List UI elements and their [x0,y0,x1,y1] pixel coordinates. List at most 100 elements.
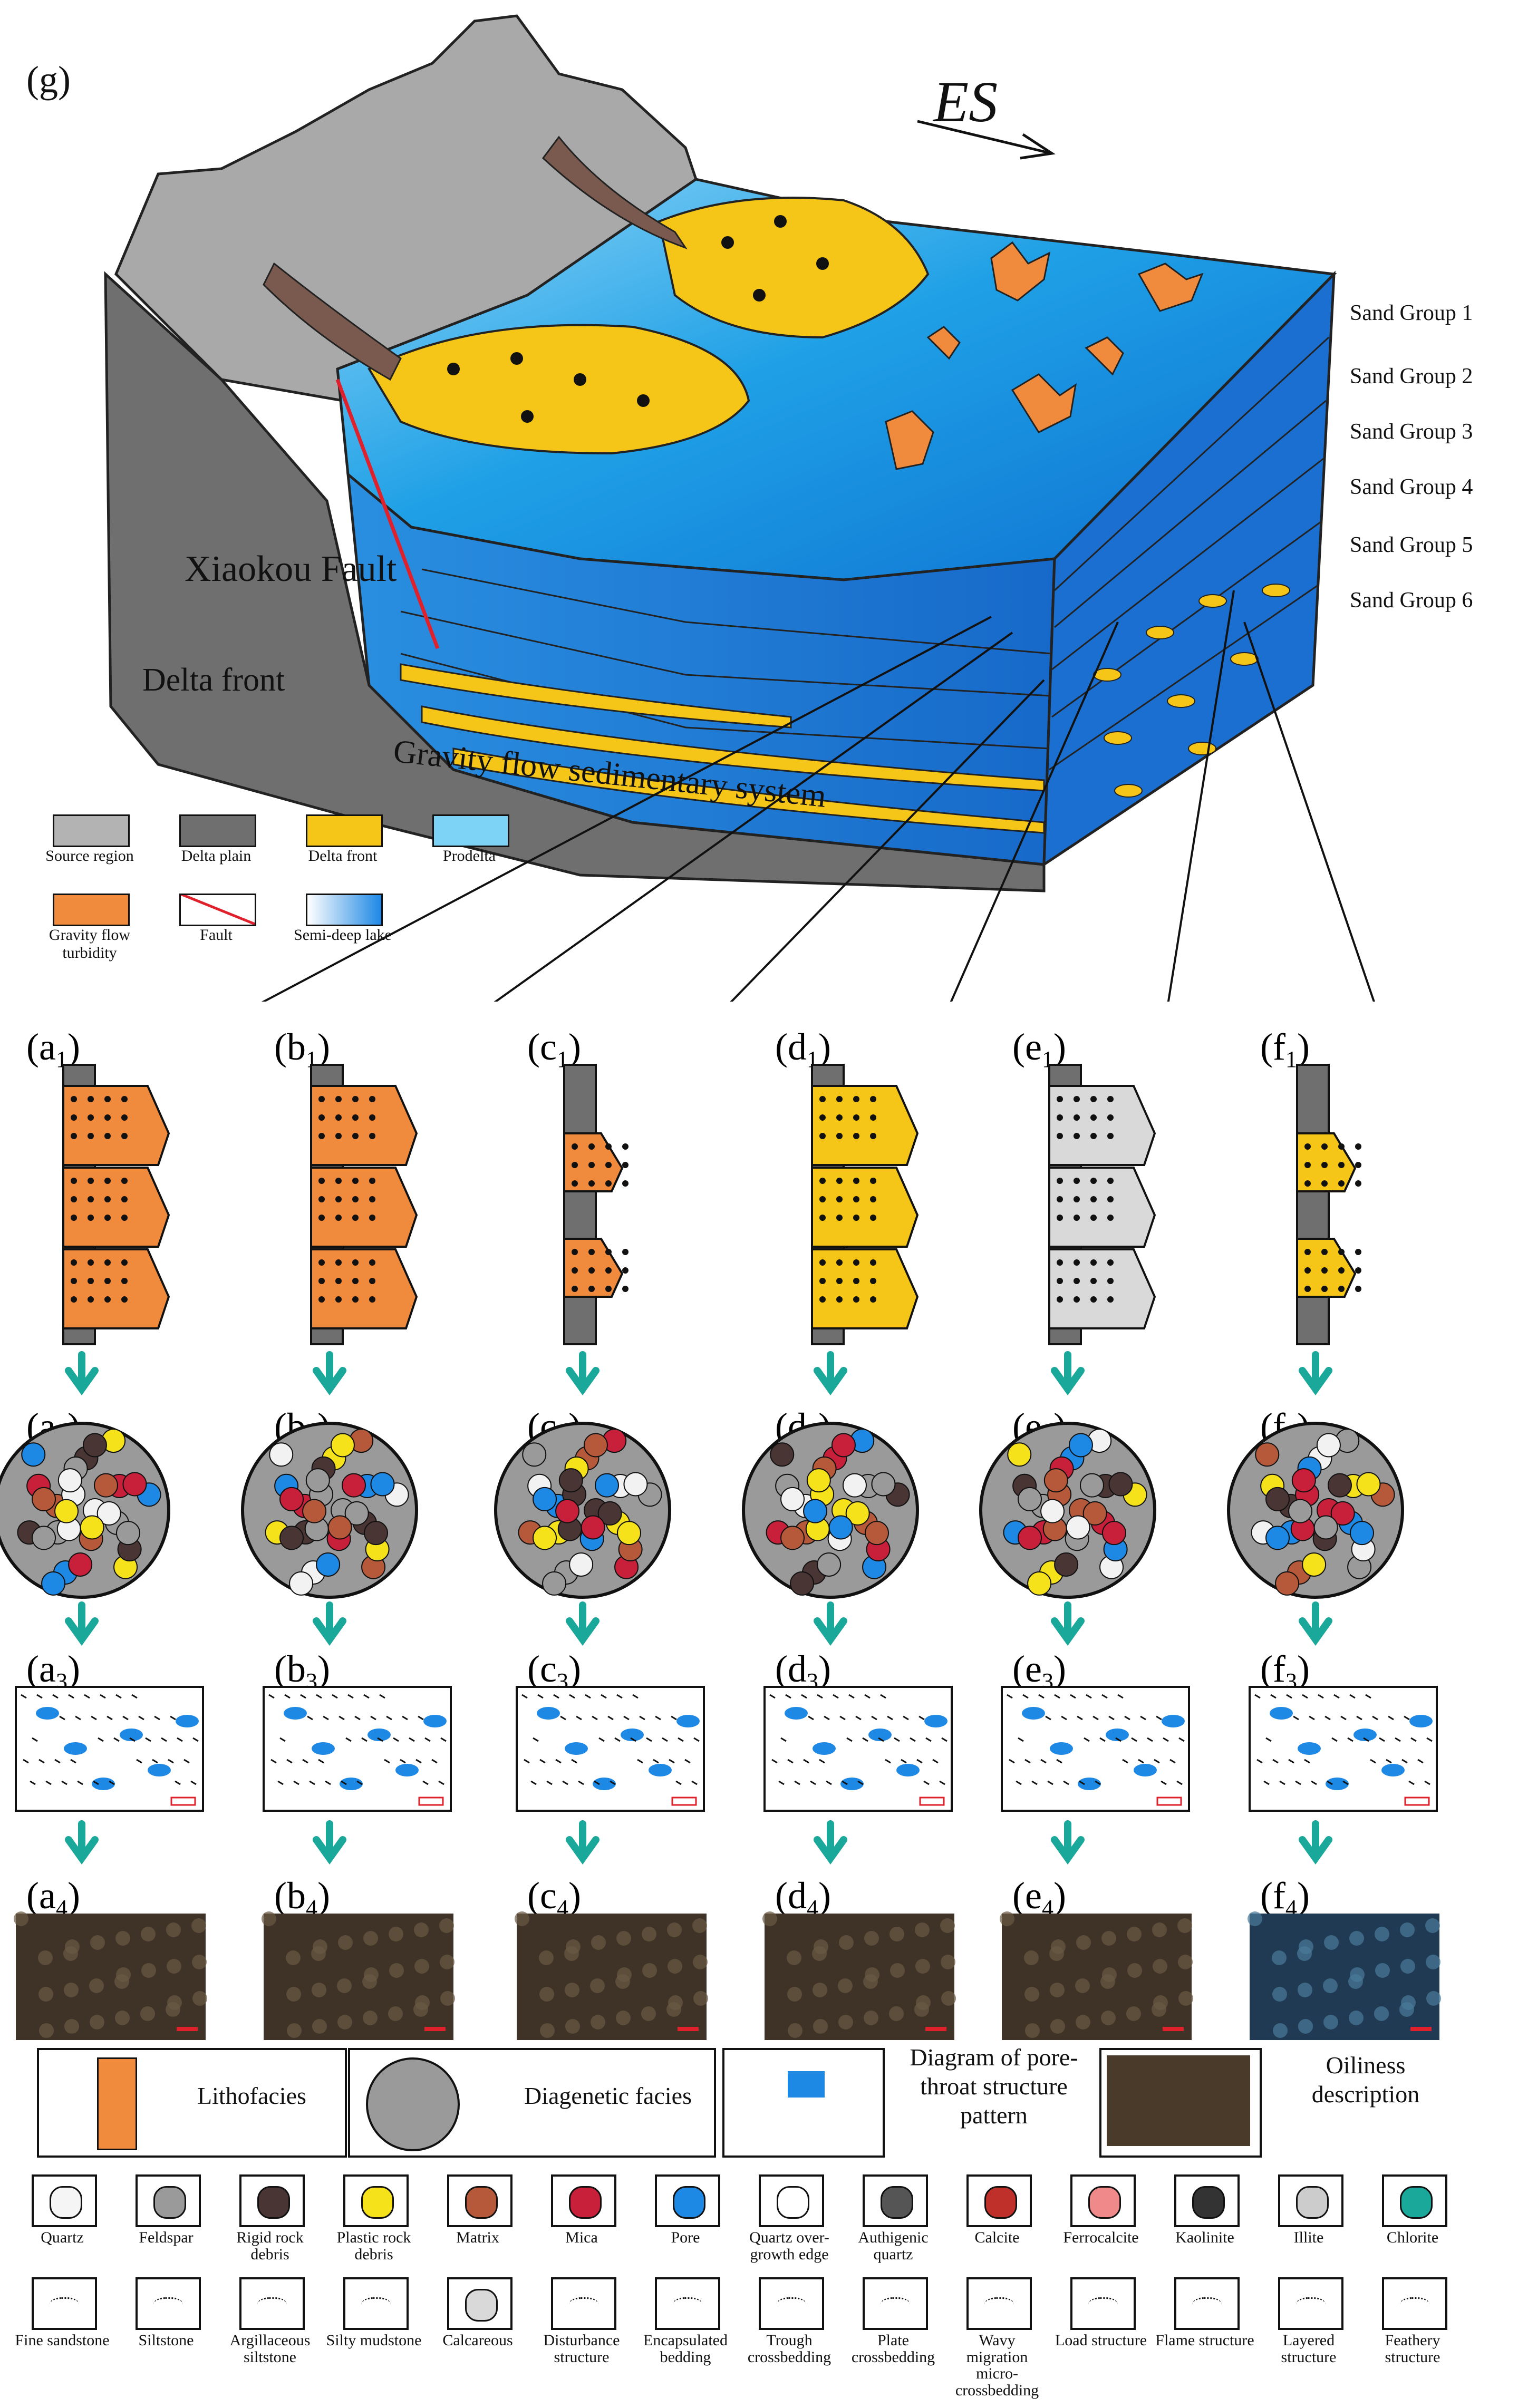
structure-label-2: Argillaceous siltstone [229,2332,311,2366]
grain-dot [853,1178,859,1184]
photo-speckle [591,1935,606,1950]
photo-speckle [167,1959,181,1974]
grain-dot [870,1196,876,1202]
throat-mark [1169,1759,1176,1764]
grain-dot [588,1267,595,1274]
photo-speckle [115,2011,130,2025]
grain-dot [1355,1267,1361,1274]
throat-mark [418,1715,424,1721]
grain-dot [572,1267,578,1274]
photo-scale-bar [925,2027,946,2031]
photo-speckle [914,2002,929,2017]
throat-mark [778,1780,785,1785]
throat-mark [1131,1737,1137,1742]
throat-mark [1404,1715,1410,1721]
throat-mark [918,1715,925,1721]
mineral-label-6: Pore [671,2229,700,2246]
grain-dot [1090,1259,1097,1266]
grain-dot [622,1286,629,1292]
throat-mark [440,1737,447,1742]
mineral-grain [1027,1571,1052,1596]
photo-speckle [1075,1978,1090,1993]
throat-mark [614,1737,621,1742]
fault-label: Xiaokou Fault [185,549,397,589]
throat-mark [864,1694,871,1699]
grain-dot [819,1215,826,1221]
grain-dot [1304,1162,1311,1168]
throat-mark [1349,1694,1356,1699]
legend-prodelta: Prodelta [443,847,496,865]
photo-speckle [693,1955,708,1969]
throat-mark [1388,1715,1394,1721]
legend-swatch-fault [179,894,256,926]
throat-mark [45,1780,52,1785]
photo-speckle [1100,1974,1115,1989]
mineral-swatch-9 [966,2174,1032,2227]
grain-dot [1107,1178,1114,1184]
throat-mark [175,1780,181,1785]
photo-speckle [337,1978,352,1993]
photo-scale-bar [678,2027,699,2031]
throat-mark [422,1780,429,1785]
photo-speckle [1127,1963,1142,1978]
grain-dot [318,1096,325,1102]
pore [593,1778,616,1790]
grain-dot [1355,1143,1361,1150]
throat-mark [1370,1759,1376,1764]
throat-mark [152,1759,158,1764]
photo-speckle [666,2002,681,2017]
grain-dot [819,1133,826,1139]
structure-swatch-13 [1382,2277,1447,2330]
mineral-label-13: Chlorite [1386,2229,1439,2246]
grain-dot [121,1196,128,1202]
pore [1106,1729,1129,1741]
throat-mark [1327,1780,1333,1785]
throat-mark [1324,1715,1331,1721]
panel-label-g: (g) [26,59,71,101]
grain-dot [622,1267,629,1274]
throat-mark [177,1737,183,1742]
pore [1162,1715,1185,1727]
photo-speckle [515,1911,529,1926]
throat-mark [1176,1780,1183,1785]
mineral-grain [533,1487,557,1511]
grain-dot [71,1178,77,1184]
throat-mark [1054,1694,1060,1699]
throat-mark [168,1759,174,1764]
grain-dot [121,1296,128,1303]
photo-speckle [941,1955,955,1969]
legend-swatch-turbidity [53,894,130,926]
sand-bed [811,1167,919,1248]
grain-dot [1074,1114,1080,1121]
photo-speckle [565,1983,579,1997]
throat-mark [1265,1737,1272,1742]
throat-mark [910,1737,916,1742]
throat-mark [93,1780,99,1785]
photo-speckle [1248,1911,1262,1926]
mineral-grain [1018,1487,1042,1511]
grain-dot [369,1133,375,1139]
grain-dot [1090,1215,1097,1221]
photo-speckle [1374,2006,1389,2021]
throat-mark [903,1715,909,1721]
photo-speckle [166,1922,181,1937]
throat-mark [524,1759,530,1764]
throat-mark [1365,1694,1371,1699]
flow-arrow-icon [814,1351,847,1396]
throat-mark [785,1694,791,1699]
grain-dot [71,1296,77,1303]
photo-scale-bar [424,2027,446,2031]
throat-mark [1101,1694,1108,1699]
mineral-grain [770,1442,795,1467]
throat-mark [923,1780,930,1785]
mineral-grain [305,1468,330,1493]
mineral-grain [1349,1521,1374,1546]
flow-arrow-icon [313,1351,346,1396]
mineral-symbol-icon [881,2186,913,2219]
grain-dot [1057,1114,1063,1121]
throat-mark [1061,1715,1067,1721]
grain-dot [572,1249,578,1255]
scale-bar [1404,1797,1430,1806]
grain-dot [1355,1162,1361,1168]
grain-dot [88,1196,94,1202]
